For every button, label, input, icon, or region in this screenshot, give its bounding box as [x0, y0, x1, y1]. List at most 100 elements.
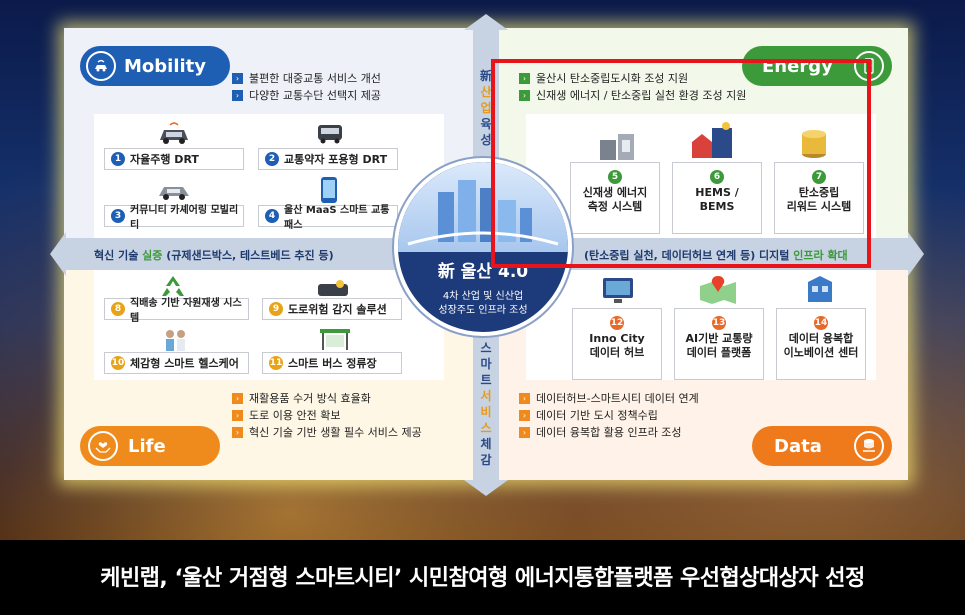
item-label: 직배송 기반 자원재생 시스템 [130, 298, 242, 324]
bullet-text: 신재생 에너지 / 탄소중립 실천 환경 조성 지원 [536, 89, 747, 102]
bullet-arrow-icon: › [232, 427, 243, 438]
bullet-text: 도로 이용 안전 확보 [249, 409, 341, 422]
bullet-item: ›불편한 대중교통 서비스 개선 [232, 70, 381, 87]
axis-top-label: 新 산 업 육 성 [477, 68, 495, 148]
axis-char: 스 [480, 421, 492, 435]
news-headline: 케빈랩, ‘울산 거점형 스마트시티’ 시민참여형 에너지통합플랫폼 우선협상대… [100, 566, 865, 591]
item-label-line2: 이노베이션 센터 [783, 346, 859, 359]
item-number: 12 [610, 316, 624, 330]
mobility-item-card: 3 커뮤니티 카셰어링 모빌리티 [104, 205, 244, 231]
item-label-line1: Inno City [589, 332, 645, 345]
item-label: 커뮤니티 카셰어링 모빌리티 [130, 205, 239, 231]
item-label-line1: 데이터 융복합 [788, 332, 854, 345]
bullet-text: 재활용품 수거 방식 효율화 [249, 392, 371, 405]
axis-char: 성 [480, 133, 492, 147]
band-left-label: 혁신 기술 실증 (규제샌드박스, 테스트베드 추진 등) [94, 247, 334, 263]
item-number: 8 [111, 302, 125, 316]
life-item-card: 8 직배송 기반 자원재생 시스템 [104, 298, 249, 324]
axis-bottom-label: 스 마 트 서 비 스 체 감 [477, 340, 495, 468]
bullet-arrow-icon: › [519, 90, 530, 101]
item-label-line2: 측정 시스템 [587, 200, 643, 213]
bullet-item: ›데이터 기반 도시 정책수립 [519, 407, 699, 424]
monitor-icon [600, 276, 636, 310]
item-number: 10 [111, 356, 125, 370]
mobility-item-card: 2 교통약자 포용형 DRT [258, 148, 398, 170]
item-label: 교통약자 포용형 DRT [284, 153, 388, 166]
item-label-line2: BEMS [699, 200, 735, 213]
item-number: 9 [269, 302, 283, 316]
bullet-arrow-icon: › [519, 393, 530, 404]
data-bullets: ›데이터허브-스마트시티 데이터 연계 ›데이터 기반 도시 정책수립 ›데이터… [519, 390, 699, 441]
healthcare-people-icon [160, 328, 190, 356]
smartphone-icon [318, 176, 340, 208]
life-item-card: 10 체감형 스마트 헬스케어 [104, 352, 249, 374]
road-sensor-icon [316, 276, 350, 304]
axis-char: 트 [480, 373, 492, 387]
bullet-text: 혁신 기술 기반 생활 필수 서비스 제공 [249, 426, 422, 439]
city-illustration-icon [398, 162, 568, 252]
item-label: 체감형 스마트 헬스케어 [130, 357, 239, 370]
bullet-arrow-icon: › [232, 393, 243, 404]
band-right-prefix: (탄소중립 실천, 데이터허브 연계 등) 디지털 [584, 249, 794, 262]
axis-char: 체 [480, 437, 492, 451]
item-label-line1: 탄소중립 [798, 186, 840, 199]
data-item-card: 13 AI기반 교통량 데이터 플랫폼 [674, 308, 764, 380]
energy-item-card: 5 신재생 에너지 측정 시스템 [570, 162, 660, 234]
data-item-card: 12 Inno City 데이터 허브 [572, 308, 662, 380]
recycle-icon [158, 274, 188, 304]
solar-building-icon [598, 126, 638, 166]
data-item-card: 14 데이터 융복합 이노베이션 센터 [776, 308, 866, 380]
item-label-line2: 리워드 시스템 [786, 200, 852, 213]
item-number: 3 [111, 209, 125, 223]
center-subtitle-line1: 4차 산업 및 신산업 [442, 291, 524, 302]
item-number: 13 [712, 316, 726, 330]
data-badge: Data [752, 426, 892, 466]
band-left-suffix: (규제샌드박스, 테스트베드 추진 등) [162, 249, 334, 262]
wifi-car-icon [86, 51, 116, 81]
map-pin-icon [698, 274, 738, 310]
bullet-item: › 울산시 탄소중립도시화 조성 지원 [519, 70, 746, 87]
bullet-arrow-icon: › [519, 427, 530, 438]
item-label-line1: HEMS / [695, 186, 739, 199]
bullet-item: › 신재생 에너지 / 탄소중립 실천 환경 조성 지원 [519, 87, 746, 104]
bus-stop-icon [318, 326, 352, 356]
life-badge-label: Life [128, 435, 166, 457]
bullet-text: 울산시 탄소중립도시화 조성 지원 [536, 72, 689, 85]
item-label: 울산 MaaS 스마트 교통 패스 [284, 205, 390, 231]
item-label: 자율주행 DRT [130, 153, 199, 166]
arrow-right-icon [908, 232, 924, 276]
bullet-arrow-icon: › [232, 410, 243, 421]
bullet-text: 데이터허브-스마트시티 데이터 연계 [536, 392, 699, 405]
energy-highlight-frame [491, 59, 871, 268]
energy-item-card: 7 탄소중립 리워드 시스템 [774, 162, 864, 234]
data-center-icon [802, 274, 838, 310]
item-number: 14 [814, 316, 828, 330]
axis-char: 육 [480, 117, 492, 131]
center-circle: 新 울산 4.0 4차 산업 및 신산업 성장주도 인프라 조성 [394, 158, 572, 336]
arrow-left-icon [50, 232, 66, 276]
item-number: 7 [812, 170, 826, 184]
axis-char: 감 [480, 453, 492, 467]
bullet-arrow-icon: › [519, 410, 530, 421]
autonomous-car-icon [156, 120, 192, 150]
axis-char: 업 [480, 101, 492, 115]
item-label-line1: AI기반 교통량 [685, 332, 753, 345]
bullet-item: ›다양한 교통수단 선택지 제공 [232, 87, 381, 104]
mobility-badge: Mobility [80, 46, 230, 86]
center-subtitle-line2: 성장주도 인프라 조성 [438, 305, 528, 316]
center-subtitle: 4차 산업 및 신산업 성장주도 인프라 조성 [398, 290, 568, 318]
item-label-line2: 데이터 플랫폼 [686, 346, 752, 359]
bullet-arrow-icon: › [519, 73, 530, 84]
bullet-text: 다양한 교통수단 선택지 제공 [249, 89, 381, 102]
bus-icon [312, 120, 348, 150]
life-bullets: › 재활용품 수거 방식 효율화 › 도로 이용 안전 확보 › 혁신 기술 기반 생… [232, 390, 422, 441]
car-sharing-icon [156, 178, 192, 208]
item-label-line2: 데이터 허브 [589, 346, 645, 359]
item-number: 2 [265, 152, 279, 166]
item-number: 11 [269, 356, 283, 370]
energy-bullets: › 울산시 탄소중립도시화 조성 지원 › 신재생 에너지 / 탄소중립 실천 환경… [519, 70, 746, 104]
axis-char: 스 [480, 341, 492, 355]
item-number: 1 [111, 152, 125, 166]
